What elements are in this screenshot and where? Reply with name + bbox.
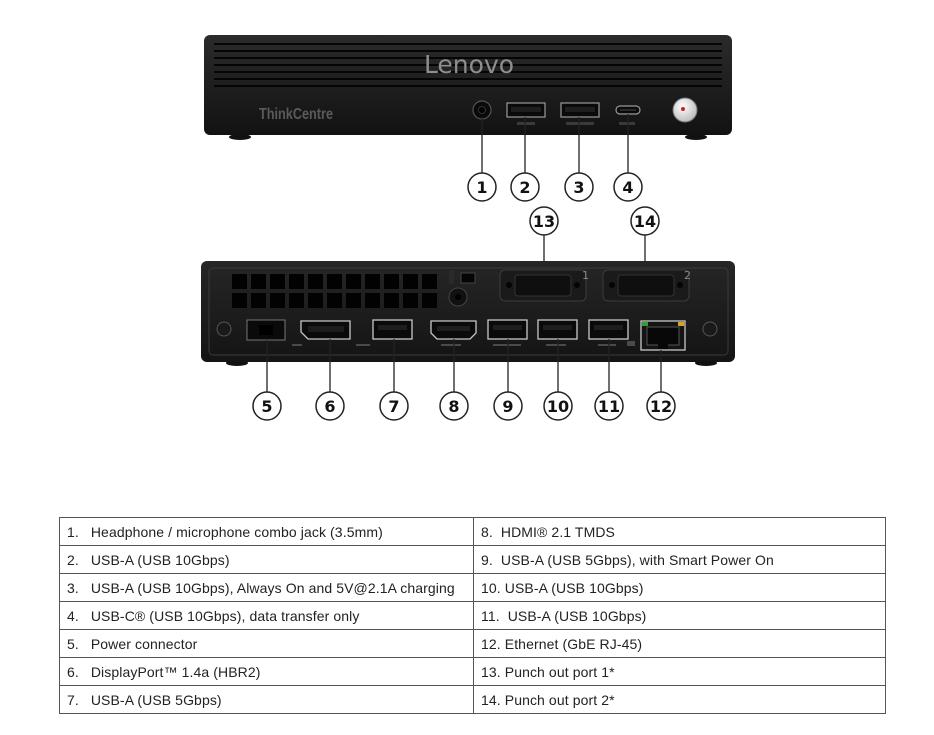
punch-out-callouts: 13 14	[529, 206, 660, 293]
callout-10: 10	[543, 391, 573, 421]
svg-text:2: 2	[519, 178, 530, 197]
legend-row: 5. Power connector 12. Ethernet (GbE RJ-…	[59, 629, 886, 658]
front-usb-a-1	[506, 102, 546, 125]
callout-7: 7	[379, 391, 409, 421]
lock-slot	[448, 270, 476, 307]
port-diagram: Lenovo ThinkCentre	[201, 35, 735, 421]
svg-text:11: 11	[598, 397, 620, 416]
callout-13: 13	[529, 206, 559, 236]
legend-cell-right: 14. Punch out port 2*	[473, 685, 886, 714]
audio-jack	[472, 100, 492, 120]
front-usb-a-2	[560, 102, 600, 125]
svg-text:14: 14	[634, 212, 656, 231]
svg-text:10: 10	[547, 397, 569, 416]
callout-6: 6	[315, 391, 345, 421]
legend-row: 7. USB-A (USB 5Gbps) 14. Punch out port …	[59, 685, 886, 714]
svg-text:4: 4	[622, 178, 633, 197]
screw-left	[216, 321, 232, 337]
power-connector	[246, 319, 286, 341]
rear-usb-a-9	[487, 319, 528, 340]
displayport	[300, 320, 351, 340]
legend-cell-right: 10. USB-A (USB 10Gbps)	[473, 573, 886, 602]
callout-3: 3	[564, 172, 594, 202]
rear-usb-a-11	[588, 319, 629, 340]
callout-5: 5	[252, 391, 282, 421]
svg-text:13: 13	[533, 212, 555, 231]
svg-text:6: 6	[324, 397, 335, 416]
callout-2: 2	[510, 172, 540, 202]
callout-4: 4	[613, 172, 643, 202]
svg-text:1: 1	[476, 178, 487, 197]
punch-out-port-1: 1	[499, 269, 589, 302]
legend-cell-left: 5. Power connector	[59, 629, 474, 658]
brand-logo: Lenovo	[424, 50, 514, 79]
legend-row: 6. DisplayPort™ 1.4a (HBR2) 13. Punch ou…	[59, 657, 886, 686]
punch-out-port-2: 2	[602, 269, 691, 302]
rear-view: 1 2	[201, 261, 735, 392]
legend-row: 2. USB-A (USB 10Gbps) 9. USB-A (USB 5Gbp…	[59, 545, 886, 574]
rear-vent-grid	[232, 274, 437, 308]
legend-cell-right: 12. Ethernet (GbE RJ-45)	[473, 629, 886, 658]
callout-12: 12	[646, 391, 676, 421]
rear-usb-a-7	[372, 319, 413, 340]
legend-cell-right: 11. USB-A (USB 10Gbps)	[473, 601, 886, 630]
port-legend-table: 1. Headphone / microphone combo jack (3.…	[59, 517, 886, 714]
front-vent-grille	[214, 43, 722, 87]
legend-cell-left: 2. USB-A (USB 10Gbps)	[59, 545, 474, 574]
legend-cell-right: 13. Punch out port 1*	[473, 657, 886, 686]
front-view: Lenovo ThinkCentre	[204, 35, 732, 202]
power-button	[672, 97, 698, 123]
svg-text:1: 1	[582, 269, 589, 282]
svg-text:2: 2	[684, 269, 691, 282]
silkscreen-marks	[292, 341, 635, 346]
callout-8: 8	[439, 391, 469, 421]
front-usb-c	[615, 105, 641, 125]
screw-right	[702, 321, 718, 337]
legend-cell-left: 6. DisplayPort™ 1.4a (HBR2)	[59, 657, 474, 686]
rear-callout-lines	[266, 339, 662, 392]
svg-text:9: 9	[502, 397, 513, 416]
legend-cell-left: 3. USB-A (USB 10Gbps), Always On and 5V@…	[59, 573, 474, 602]
callout-1: 1	[467, 172, 497, 202]
rear-usb-a-10	[537, 319, 578, 340]
legend-row: 1. Headphone / microphone combo jack (3.…	[59, 517, 886, 546]
legend-row: 3. USB-A (USB 10Gbps), Always On and 5V@…	[59, 573, 886, 602]
legend-row: 4. USB-C® (USB 10Gbps), data transfer on…	[59, 601, 886, 630]
front-callout-lines	[481, 114, 629, 173]
svg-text:5: 5	[261, 397, 272, 416]
svg-text:8: 8	[448, 397, 459, 416]
legend-cell-right: 8. HDMI® 2.1 TMDS	[473, 517, 886, 546]
ethernet-port	[640, 320, 686, 351]
callout-14: 14	[630, 206, 660, 236]
hdmi-port	[430, 320, 477, 340]
svg-text:3: 3	[573, 178, 584, 197]
legend-cell-right: 9. USB-A (USB 5Gbps), with Smart Power O…	[473, 545, 886, 574]
callout-11: 11	[594, 391, 624, 421]
legend-cell-left: 7. USB-A (USB 5Gbps)	[59, 685, 474, 714]
series-logo: ThinkCentre	[259, 106, 333, 123]
svg-text:12: 12	[650, 397, 672, 416]
svg-text:7: 7	[388, 397, 399, 416]
callout-9: 9	[493, 391, 523, 421]
legend-cell-left: 1. Headphone / microphone combo jack (3.…	[59, 517, 474, 546]
legend-cell-left: 4. USB-C® (USB 10Gbps), data transfer on…	[59, 601, 474, 630]
